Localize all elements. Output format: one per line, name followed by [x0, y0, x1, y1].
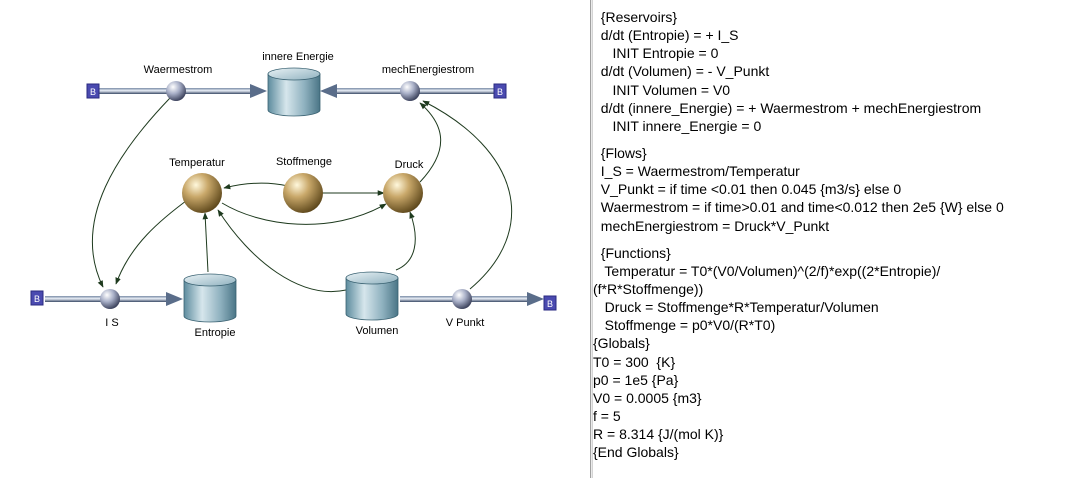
connector-volumen-to-druck [395, 211, 416, 271]
model-diagram: B B B B Waermestrom innere Energie mechE… [30, 51, 557, 339]
label-mechenergiestrom: mechEnergiestrom [382, 64, 474, 76]
equation-line: {Globals} [593, 335, 650, 352]
equation-line: V_Punkt = if time <0.01 then 0.045 {m3/s… [593, 181, 902, 198]
equation-line: Stoffmenge = p0*V0/(R*T0) [593, 317, 776, 334]
equation-line: Waermestrom = if time>0.01 and time<0.01… [593, 199, 1004, 216]
pipe-v-punkt [400, 292, 544, 306]
equation-line: Temperatur = T0*(V0/Volumen)^(2/f)*exp((… [593, 262, 941, 279]
flow-waermestrom-node[interactable] [166, 81, 186, 101]
label-druck: Druck [395, 159, 424, 171]
pipe-i-s [45, 292, 183, 306]
flow-i-s-node[interactable] [100, 289, 120, 309]
label-temperatur: Temperatur [169, 157, 225, 169]
equation-line [593, 235, 1004, 244]
svg-text:B: B [547, 299, 553, 309]
function-druck-node[interactable] [383, 173, 423, 213]
equation-text-panel[interactable]: {Reservoirs} d/dt (Entropie) = + I_S INI… [593, 0, 1077, 478]
function-temperatur-node[interactable] [182, 173, 222, 213]
svg-text:B: B [497, 87, 503, 97]
reservoir-entropie[interactable] [183, 273, 237, 323]
equation-line: (f*R*Stoffmenge)) [593, 280, 704, 297]
svg-text:B: B [90, 87, 96, 97]
flow-v-punkt-node[interactable] [452, 289, 472, 309]
flow-mechenergiestrom-node[interactable] [400, 81, 420, 101]
boundary-mechenergiestrom: B [493, 83, 507, 99]
connector-stoffmenge-to-temperatur [223, 182, 289, 190]
equation-line: V0 = 0.0005 {m3} [593, 389, 702, 406]
equation-line: INIT innere_Energie = 0 [593, 117, 762, 134]
connector-druck-to-mechenergiestrom [419, 102, 442, 183]
equation-line: R = 8.314 {J/(mol K)} [593, 426, 724, 443]
pipe-mechenergiestrom [320, 84, 494, 98]
panel-divider[interactable] [590, 0, 593, 478]
boundary-v-punkt: B [543, 295, 557, 311]
label-entropie: Entropie [195, 327, 236, 339]
equation-line: Druck = Stoffmenge*R*Temperatur/Volumen [593, 299, 879, 316]
boundary-i-s: B [30, 290, 44, 306]
connector-entropie-to-temperatur [202, 212, 209, 273]
connector-volumen-to-temperatur [217, 209, 347, 292]
reservoir-volumen[interactable] [345, 271, 399, 321]
equation-line: INIT Volumen = V0 [593, 81, 731, 98]
equation-line [593, 135, 1004, 144]
equation-line: p0 = 1e5 {Pa} [593, 371, 679, 388]
equation-line: d/dt (Entropie) = + I_S [593, 27, 739, 44]
equation-line: {Reservoirs} [593, 9, 678, 25]
svg-text:B: B [34, 294, 40, 304]
equation-line: I_S = Waermestrom/Temperatur [593, 163, 800, 180]
boundary-waermestrom: B [86, 83, 100, 99]
reservoir-innere-energie[interactable] [267, 67, 321, 117]
label-volumen: Volumen [356, 325, 399, 337]
connector-temperatur-to-druck [221, 202, 387, 225]
equation-line: INIT Entropie = 0 [593, 45, 719, 62]
label-stoffmenge: Stoffmenge [276, 156, 332, 168]
equation-line: mechEnergiestrom = Druck*V_Punkt [593, 217, 830, 234]
equation-line: f = 5 [593, 407, 621, 424]
connector-temperatur-to-i-s [115, 197, 191, 285]
equation-line: T0 = 300 {K} [593, 353, 676, 370]
label-v-punkt: V Punkt [446, 317, 485, 329]
equation-line: {Flows} [593, 144, 647, 161]
label-innere-energie: innere Energie [262, 51, 334, 63]
equation-line: {End Globals} [593, 444, 679, 461]
function-stoffmenge-node[interactable] [283, 173, 323, 213]
equation-line: {Functions} [593, 244, 671, 261]
equation-line: d/dt (innere_Energie) = + Waermestrom + … [593, 99, 982, 116]
equation-lines: {Reservoirs} d/dt (Entropie) = + I_S INI… [593, 8, 1004, 461]
label-i-s: I S [105, 317, 118, 329]
label-waermestrom: Waermestrom [144, 64, 213, 76]
pipe-waermestrom [98, 84, 267, 98]
connector-v-punkt-to-mechenergiestrom [422, 100, 513, 290]
equation-line: d/dt (Volumen) = - V_Punkt [593, 63, 770, 80]
connector-waermestrom-to-i-s [92, 97, 171, 288]
